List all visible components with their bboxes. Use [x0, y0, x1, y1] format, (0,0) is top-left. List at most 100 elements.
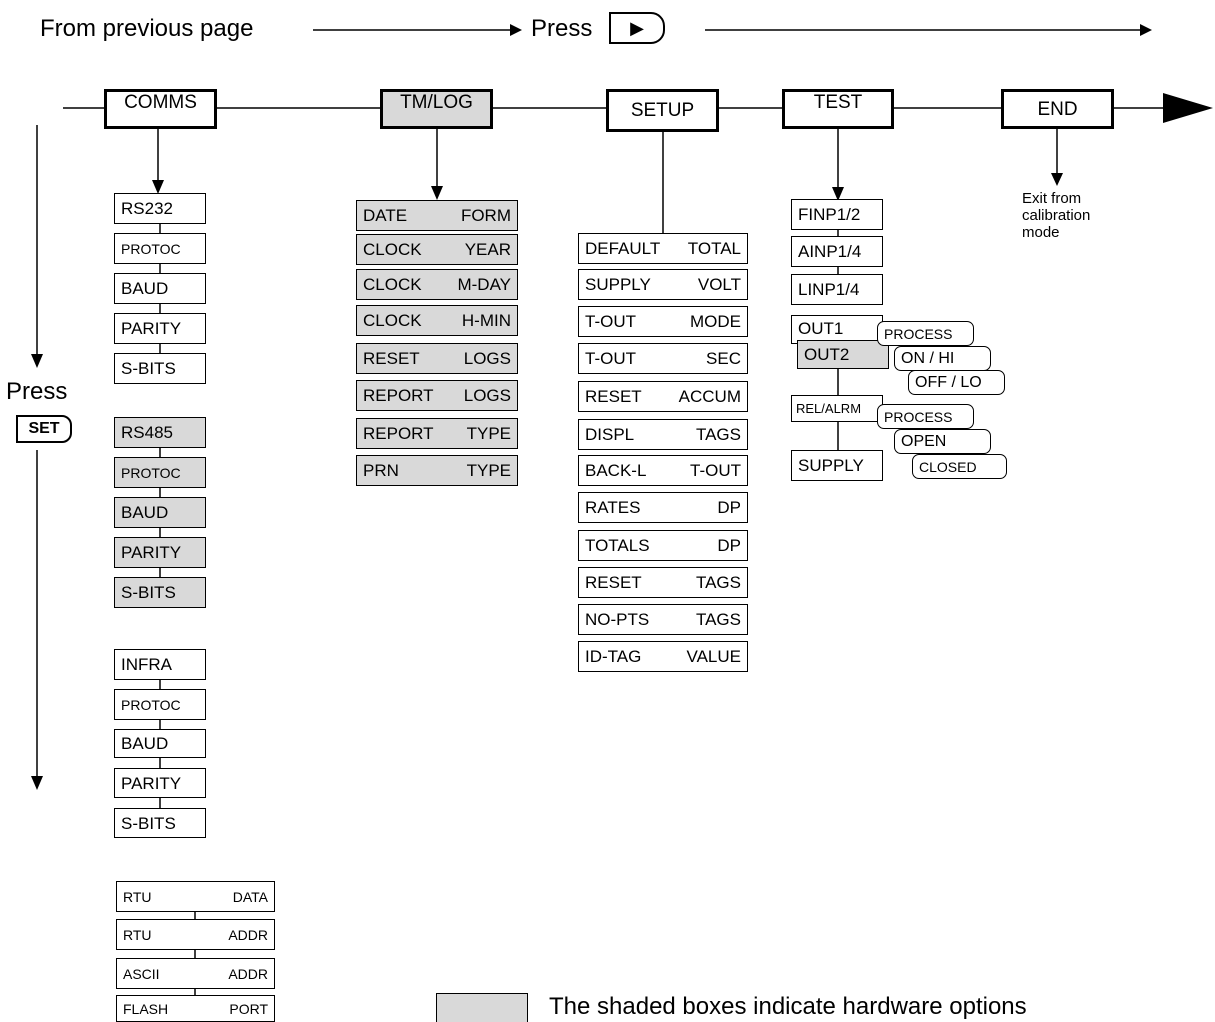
press-label-left: Press [6, 378, 68, 405]
setup-1-right: VOLT [697, 275, 741, 294]
setup-totals-dp[interactable]: TOTALS DP [578, 530, 748, 561]
comms-infra[interactable]: INFRA [114, 649, 206, 680]
rtu-addr-right: ADDR [228, 926, 268, 943]
comms-rs232[interactable]: RS232 [114, 193, 206, 224]
tmlog-3-left: CLOCK [363, 311, 422, 330]
menu-setup[interactable]: SETUP [606, 89, 719, 132]
menu-test[interactable]: TEST [782, 89, 894, 129]
setup-0-left: DEFAULT [585, 239, 661, 258]
setup-4-right: ACCUM [678, 387, 741, 406]
setup-supply-volt[interactable]: SUPPLY VOLT [578, 269, 748, 300]
rtu-addr-left: RTU [123, 926, 152, 943]
tmlog-0-right: FORM [460, 206, 511, 225]
setup-11-right: VALUE [686, 647, 742, 666]
rel-option-open[interactable]: OPEN [894, 429, 991, 454]
comms-infra-baud[interactable]: BAUD [114, 729, 206, 758]
test-ainp[interactable]: AINP1/4 [791, 236, 883, 267]
tmlog-7-left: PRN [363, 461, 399, 480]
menu-comms[interactable]: COMMS [104, 89, 217, 129]
setup-nopts-tags[interactable]: NO-PTS TAGS [578, 604, 748, 635]
setup-10-left: NO-PTS [585, 610, 650, 629]
setup-default-total[interactable]: DEFAULT TOTAL [578, 233, 748, 264]
setup-3-right: SEC [706, 349, 741, 368]
exit-note-line-2: calibration [1022, 207, 1091, 224]
tmlog-4-left: RESET [363, 349, 420, 368]
comms-rtu-addr[interactable]: RTU ADDR [116, 919, 275, 950]
comms-rs232-sbits[interactable]: S-BITS [114, 353, 206, 384]
setup-1-left: SUPPLY [585, 275, 651, 294]
out-option-process[interactable]: PROCESS [877, 321, 974, 346]
setup-2-left: T-OUT [585, 312, 636, 331]
tmlog-1-left: CLOCK [363, 240, 422, 259]
comms-rs485-baud[interactable]: BAUD [114, 497, 206, 528]
comms-rs485-sbits[interactable]: S-BITS [114, 577, 206, 608]
test-linp[interactable]: LINP1/4 [791, 274, 883, 305]
setup-tout-mode[interactable]: T-OUT MODE [578, 306, 748, 337]
tmlog-5-left: REPORT [363, 386, 434, 405]
comms-rs485-parity[interactable]: PARITY [114, 537, 206, 568]
ascii-addr-right: ADDR [228, 965, 268, 982]
setup-3-left: T-OUT [585, 349, 636, 368]
rtu-data-left: RTU [123, 888, 152, 905]
setup-7-right: DP [717, 498, 741, 517]
setup-4-left: RESET [585, 387, 642, 406]
out-option-off-lo[interactable]: OFF / LO [908, 370, 1005, 395]
comms-rs232-parity[interactable]: PARITY [114, 313, 206, 344]
legend-text: The shaded boxes indicate hardware optio… [549, 993, 1027, 1020]
setup-5-right: TAGS [695, 425, 741, 444]
setup-7-left: RATES [585, 498, 641, 517]
setup-9-left: RESET [585, 573, 642, 592]
tmlog-6-right: TYPE [466, 424, 511, 443]
setup-backl-tout[interactable]: BACK-L T-OUT [578, 455, 748, 486]
comms-rs232-protoc[interactable]: PROTOC [114, 233, 206, 264]
tmlog-1-right: YEAR [464, 240, 511, 259]
rel-option-process[interactable]: PROCESS [877, 404, 974, 429]
setup-8-left: TOTALS [585, 536, 650, 555]
comms-rs485-protoc[interactable]: PROTOC [114, 457, 206, 488]
menu-end[interactable]: END [1001, 89, 1114, 129]
exit-note-line-3: mode [1022, 224, 1060, 241]
flash-port-left: FLASH [123, 1000, 169, 1017]
setup-2-right: MODE [690, 312, 741, 331]
comms-infra-sbits[interactable]: S-BITS [114, 808, 206, 838]
setup-8-right: DP [717, 536, 741, 555]
test-out1[interactable]: OUT1 [791, 315, 883, 344]
setup-0-right: TOTAL [687, 239, 741, 258]
tmlog-reset-logs[interactable]: RESET LOGS [356, 343, 518, 374]
setup-rates-dp[interactable]: RATES DP [578, 492, 748, 523]
comms-rs485[interactable]: RS485 [114, 417, 206, 448]
menu-tmlog[interactable]: TM/LOG [380, 89, 493, 129]
test-rel-alrm[interactable]: REL/ALRM [791, 395, 883, 422]
setup-6-left: BACK-L [585, 461, 647, 480]
rel-option-closed[interactable]: CLOSED [912, 454, 1007, 479]
tmlog-clock-year[interactable]: CLOCK YEAR [356, 234, 518, 265]
setup-displ-tags[interactable]: DISPL TAGS [578, 419, 748, 450]
out-option-on-hi[interactable]: ON / HI [894, 346, 991, 371]
exit-note-line-1: Exit from [1022, 190, 1082, 207]
comms-infra-protoc[interactable]: PROTOC [114, 689, 206, 720]
test-out2[interactable]: OUT2 [797, 340, 889, 369]
setup-reset-accum[interactable]: RESET ACCUM [578, 381, 748, 412]
play-key-icon: ▶ [609, 12, 665, 44]
from-previous-page-label: From previous page [40, 15, 254, 42]
comms-rs232-baud[interactable]: BAUD [114, 273, 206, 304]
setup-tout-sec[interactable]: T-OUT SEC [578, 343, 748, 374]
test-supply[interactable]: SUPPLY [791, 450, 883, 481]
tmlog-4-right: LOGS [463, 349, 511, 368]
setup-6-right: T-OUT [690, 461, 741, 480]
setup-10-right: TAGS [695, 610, 741, 629]
test-finp[interactable]: FINP1/2 [791, 199, 883, 230]
comms-infra-parity[interactable]: PARITY [114, 768, 206, 798]
setup-5-left: DISPL [585, 425, 635, 444]
